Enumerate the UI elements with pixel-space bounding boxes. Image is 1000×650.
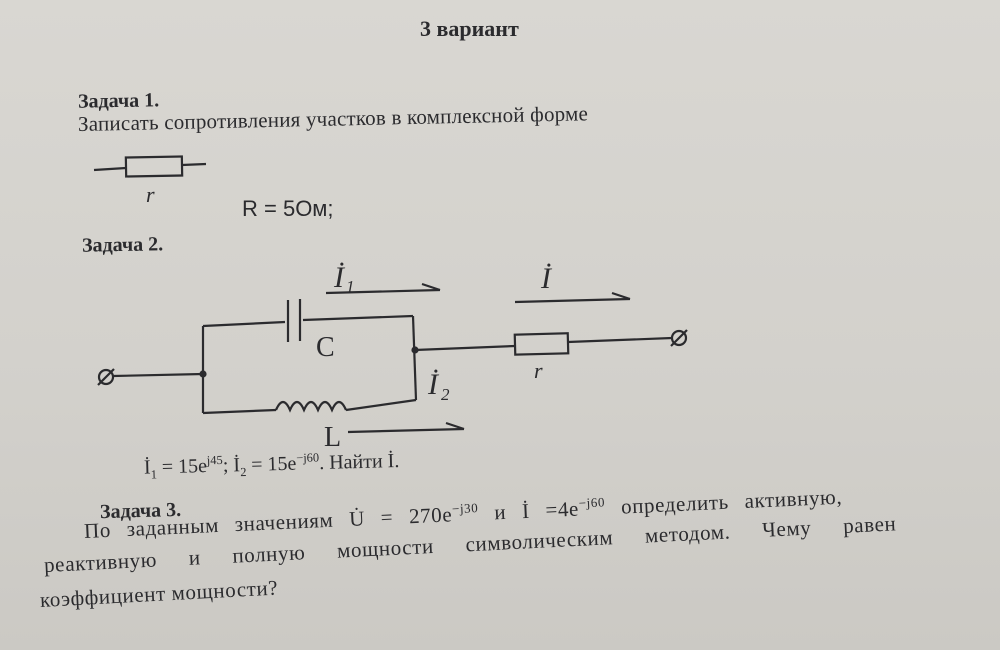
- label-i1: İ: [333, 261, 346, 294]
- task3-line1-b: и İ =4e: [477, 496, 580, 526]
- task3-line1-exp2: −j60: [578, 494, 606, 511]
- task1-resistor-label: r: [146, 182, 155, 207]
- task1-resistor-symbol: [93, 155, 207, 178]
- label-i2-sub: 2: [441, 385, 450, 404]
- label-i2: İ: [427, 368, 440, 401]
- right-terminal: [670, 329, 688, 347]
- current-arrow-i2: [347, 421, 465, 434]
- given-find: . Найти İ.: [318, 449, 400, 475]
- label-inductor: L: [324, 422, 341, 453]
- left-terminal: [97, 368, 115, 386]
- given-i2-exp: −j60: [296, 450, 320, 466]
- given-i1-eq: = 15e: [156, 455, 208, 479]
- current-arrow-i1: [325, 282, 441, 295]
- label-i-total: İ: [540, 262, 553, 295]
- label-capacitor: C: [316, 332, 335, 363]
- label-resistor-r: r: [534, 358, 543, 383]
- current-arrow-i: [514, 291, 631, 304]
- variant-title: 3 вариант: [420, 16, 519, 41]
- resistor-r: [513, 332, 570, 356]
- task2-circuit: [97, 282, 688, 434]
- given-i2-eq: = 15e: [245, 452, 297, 476]
- task1-resistance-value: R = 5Ом;: [242, 196, 334, 221]
- task3-line1-exp1: −j30: [451, 500, 479, 517]
- given-i1-exp: j45: [206, 452, 223, 468]
- label-i1-sub: 1: [346, 277, 355, 296]
- inductor-coil: [274, 400, 348, 413]
